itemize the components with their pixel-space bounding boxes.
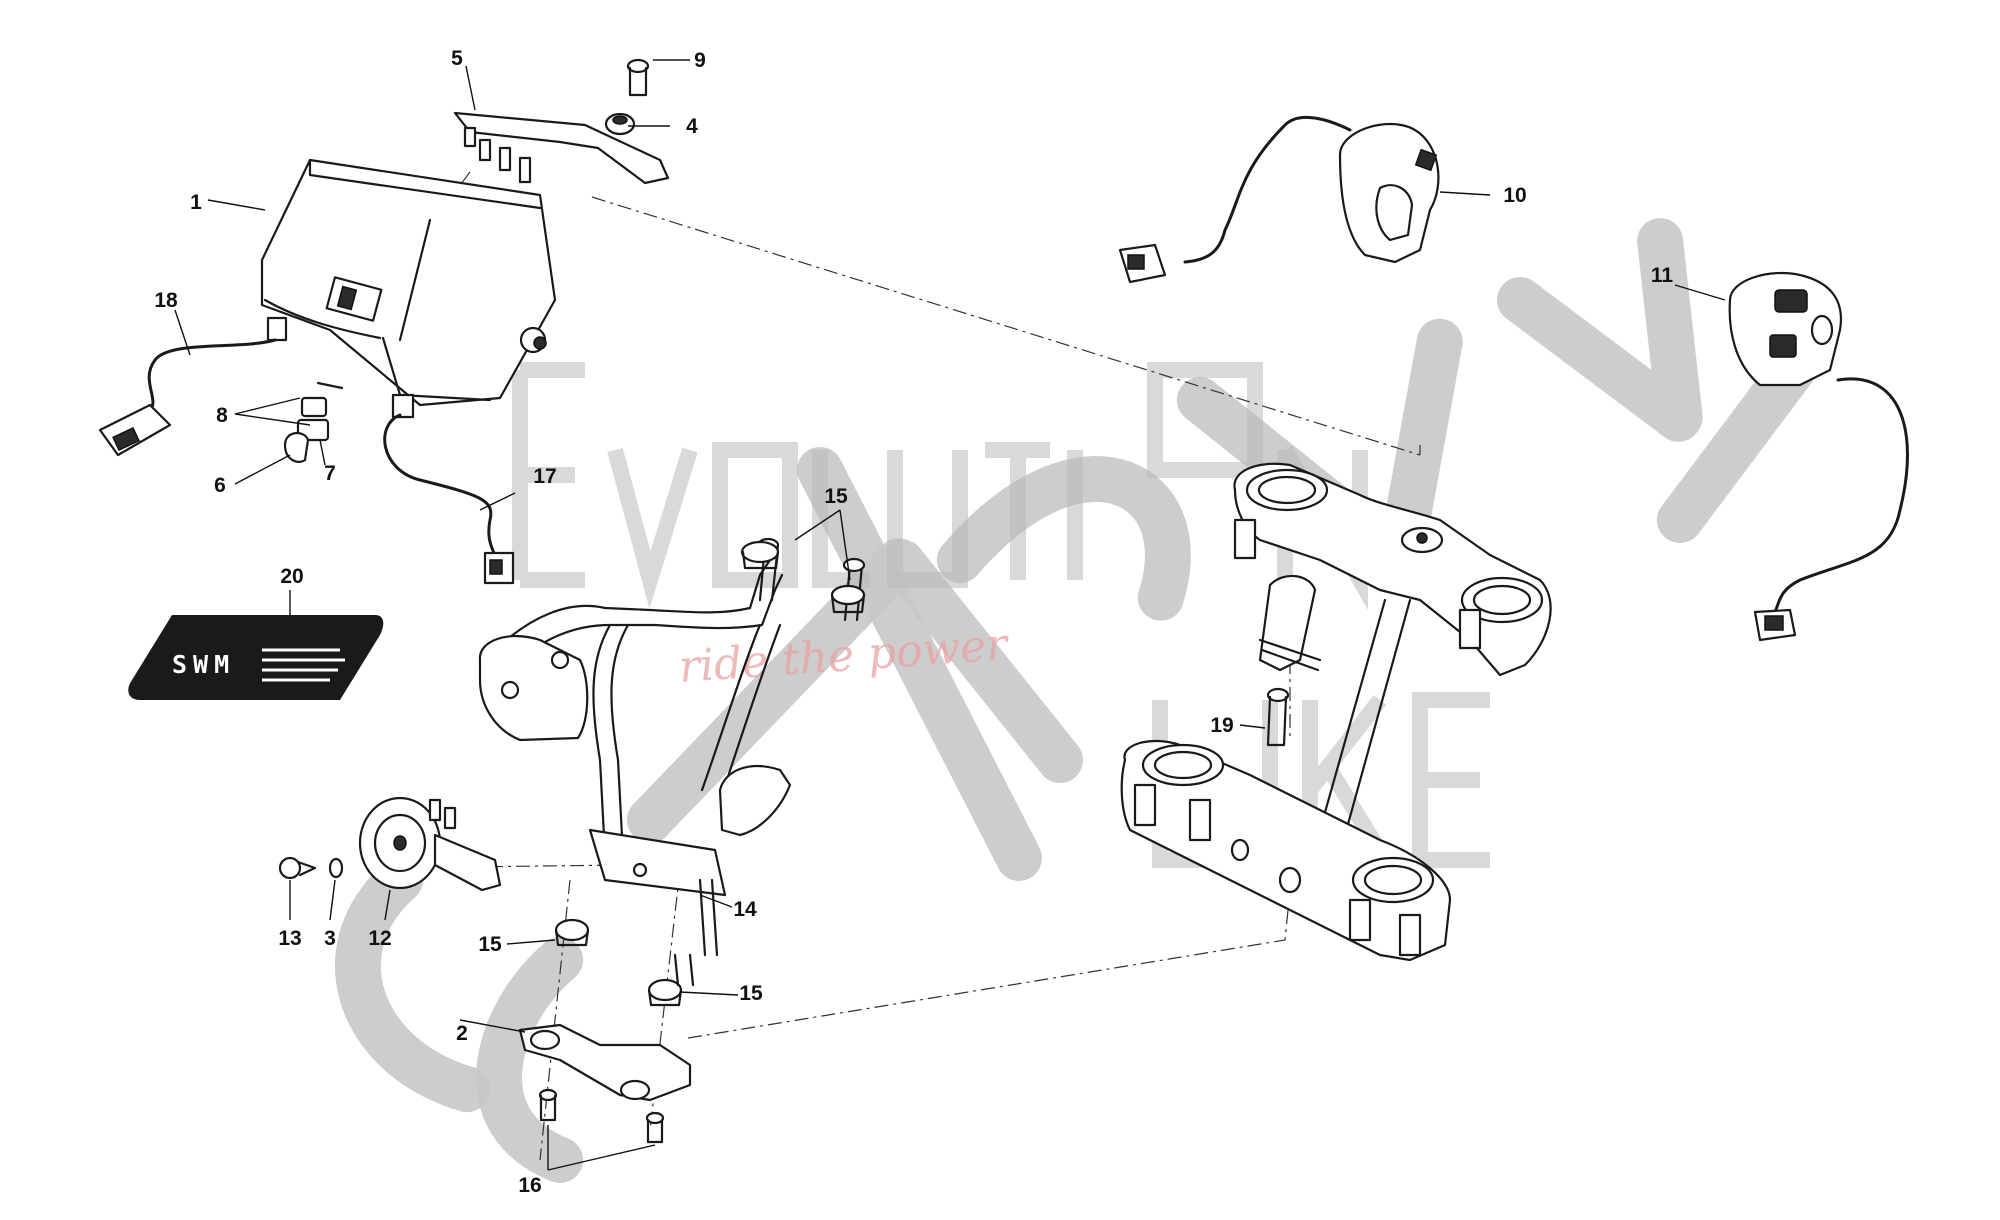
callout-15-top: 15 [824, 485, 848, 508]
screw-9[interactable] [626, 58, 650, 97]
decal-text: SWM [172, 650, 235, 679]
callout-15-low: 15 [739, 982, 763, 1005]
watermark-stroke [1497, 217, 1703, 443]
watermark-stroke [937, 456, 1191, 623]
callout-18: 18 [154, 289, 178, 312]
callout-11: 11 [1651, 264, 1674, 287]
watermark-stroke [797, 447, 1043, 883]
grommet-15-mid[interactable] [554, 918, 590, 947]
watermark-script: ride the power [677, 619, 1011, 693]
callout-12: 12 [368, 927, 391, 950]
washer-3[interactable] [328, 857, 344, 879]
swm-decal[interactable]: SWM [128, 615, 384, 700]
assembly-line [687, 889, 1291, 1039]
handlebar-switch-right[interactable] [1728, 271, 1909, 642]
callout-8: 8 [216, 404, 228, 427]
callout-20: 20 [280, 565, 303, 588]
leader-lines [174, 59, 1726, 1171]
horn[interactable] [358, 796, 502, 892]
callout-15-mid: 15 [478, 933, 502, 956]
grommet-4[interactable] [604, 112, 636, 136]
callout-7: 7 [324, 462, 336, 485]
wire-harness-17[interactable] [383, 393, 515, 585]
callout-13: 13 [278, 927, 301, 950]
callout-6: 6 [214, 474, 226, 497]
watermark-stroke [334, 857, 493, 1113]
triple-clamp[interactable] [1120, 462, 1552, 962]
grommet-15-top-left[interactable] [740, 540, 780, 570]
cluster-bracket[interactable] [453, 111, 670, 185]
screw-16-right[interactable] [645, 1111, 665, 1144]
assembly-line [591, 196, 1421, 456]
wire-harness-18[interactable] [98, 316, 288, 457]
instrument-cluster[interactable] [260, 158, 557, 407]
callout-3: 3 [324, 927, 336, 950]
callout-9: 9 [694, 49, 706, 72]
callout-16: 16 [518, 1174, 541, 1197]
grommet-15-low[interactable] [647, 978, 683, 1007]
bolt-13[interactable] [278, 856, 317, 880]
callout-14: 14 [733, 898, 757, 921]
callout-10: 10 [1503, 184, 1526, 207]
callout-19: 19 [1210, 714, 1233, 737]
headlight-frame[interactable] [478, 537, 866, 957]
grommet-15-top-right[interactable] [830, 584, 866, 614]
watermark-stroke [476, 937, 583, 1183]
callout-17: 17 [533, 465, 556, 488]
screw-16-left[interactable] [538, 1088, 558, 1122]
callout-5: 5 [451, 47, 463, 70]
watermark-stroke [1657, 337, 1823, 543]
callout-2: 2 [456, 1022, 468, 1045]
lower-bracket[interactable] [518, 1023, 692, 1102]
callout-4: 4 [686, 115, 698, 138]
spacer-rod [673, 953, 695, 987]
callout-labels: 1 2 3 4 5 6 7 8 9 10 11 12 13 14 15 15 1… [154, 47, 1673, 1197]
handlebar-switch-left[interactable] [1118, 115, 1440, 284]
callout-1: 1 [190, 191, 202, 214]
